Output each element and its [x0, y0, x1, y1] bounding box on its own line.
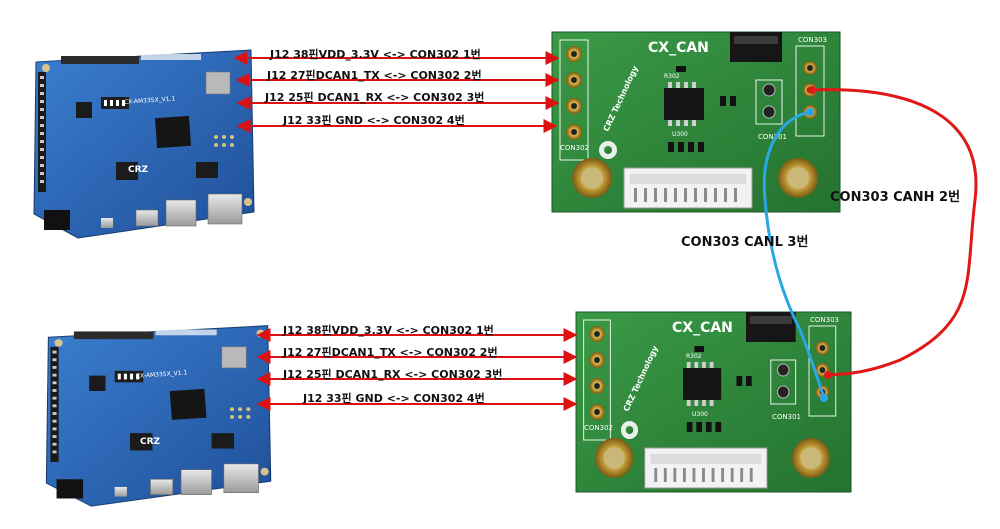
- conn-label-bottom-1: J12 38핀VDD_3.3V <-> CON302 1번: [283, 324, 494, 337]
- canh-wire: [810, 88, 978, 377]
- main-board-top: CX-AM335X_V1.1 CRZ: [33, 49, 255, 239]
- arrows-bottom: [256, 328, 578, 411]
- canl-wire: [762, 110, 826, 400]
- conn-label-top-2: J12 27핀DCAN1_TX <-> CON302 2번: [267, 69, 482, 82]
- canh-note: CON303 CANH 2번: [830, 190, 961, 205]
- wire-end: [806, 108, 814, 116]
- conn-label-top-1: J12 38핀VDD_3.3V <-> CON302 1번: [270, 48, 481, 61]
- con303-label: CON303: [798, 36, 827, 44]
- conn-label-top-3: J12 25핀 DCAN1_RX <-> CON302 3번: [265, 91, 485, 104]
- conn-label-bottom-3: J12 25핀 DCAN1_RX <-> CON302 3번: [283, 368, 503, 381]
- canl-note: CON303 CANL 3번: [681, 235, 809, 250]
- wire-end: [820, 394, 828, 402]
- con301-label: CON301: [758, 133, 787, 141]
- can-module-bottom: CX_CAN CON303 CON302 CON301 R302 U300 CR…: [575, 311, 852, 493]
- main-board-model: CX-AM335X_V1.1: [124, 95, 176, 106]
- conn-label-bottom-4: J12 33핀 GND <-> CON302 4번: [303, 392, 485, 405]
- r302-label: R302: [664, 73, 680, 80]
- conn-label-bottom-2: J12 27핀DCAN1_TX <-> CON302 2번: [283, 346, 498, 359]
- main-board-logo: CRZ: [128, 165, 149, 175]
- arrows-top: [233, 51, 560, 133]
- con303-label: CON303: [810, 316, 839, 324]
- con301-label: CON301: [772, 413, 801, 421]
- con302-label: CON302: [584, 424, 613, 432]
- wire-end: [824, 371, 832, 379]
- u300-label: U300: [692, 411, 708, 418]
- main-board-model: CX-AM335X_V1.1: [136, 369, 188, 380]
- r302-label: R302: [686, 353, 702, 360]
- can-module-title: CX_CAN: [672, 320, 733, 336]
- can-module-title: CX_CAN: [648, 40, 709, 56]
- main-board-logo: CRZ: [140, 437, 161, 447]
- con302-label: CON302: [560, 144, 589, 152]
- can-module-top: CX_CAN CON303 CON302 CON301 R302 U300 CR…: [551, 31, 841, 213]
- wire-end: [808, 86, 816, 94]
- u300-label: U300: [672, 131, 688, 138]
- main-board-bottom: CX-AM335X_V1.1 CRZ: [45, 325, 272, 507]
- conn-label-top-4: J12 33핀 GND <-> CON302 4번: [283, 114, 465, 127]
